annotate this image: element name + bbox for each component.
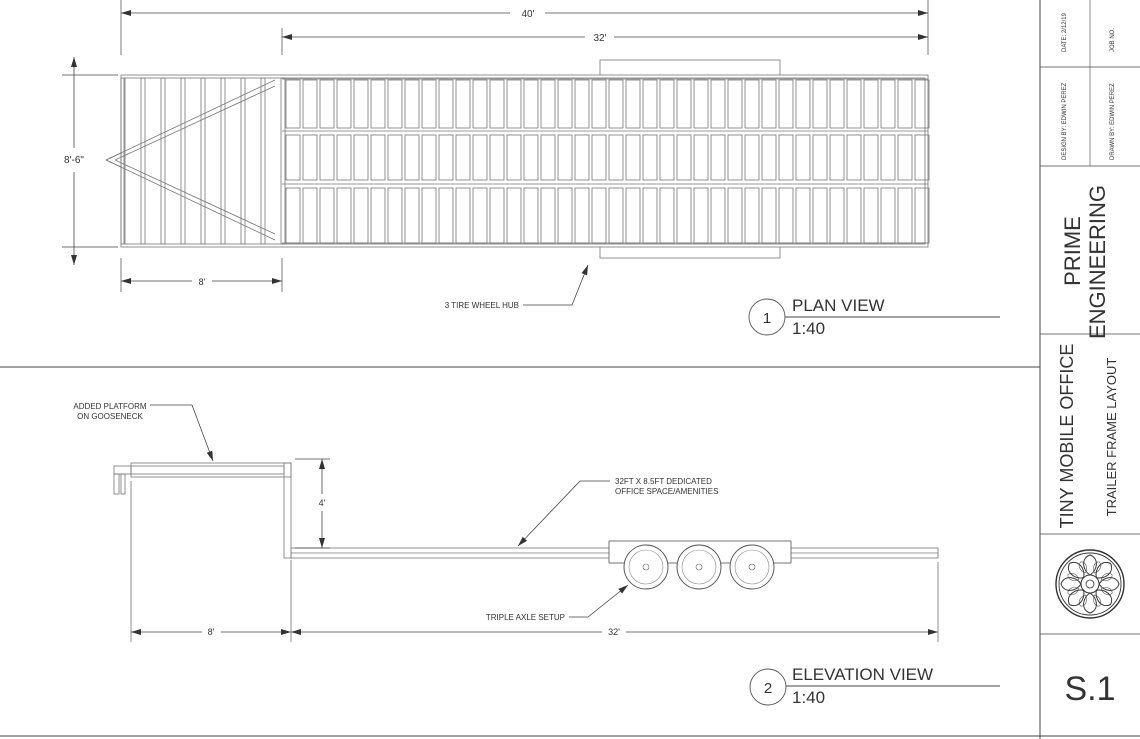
plan-view-title: PLAN VIEW [792, 296, 885, 315]
plan-view-number: 1 [763, 310, 771, 327]
lotus-emblem-icon [1055, 549, 1125, 619]
title-project-title: TINY MOBILE OFFICE [1057, 344, 1077, 529]
elevation-dim-height-label: 4' [319, 498, 326, 508]
elevation-callout-platform-line2: ON GOOSENECK [77, 412, 143, 421]
elevation-view-title: ELEVATION VIEW [792, 665, 933, 684]
elevation-callout-space: 32FT X 8.5FT DEDICATED OFFICE SPACE/AMEN… [517, 477, 718, 547]
title-job-no: JOB NO. [1110, 28, 1116, 52]
wheel-2 [676, 544, 722, 590]
elevation-dim-box-label: 32' [608, 627, 620, 637]
wheel-3 [729, 544, 775, 590]
plan-dimension-gooseneck: 8' [120, 258, 283, 292]
elevation-axle-assembly [608, 540, 792, 590]
elevation-callout-platform-line1: ADDED PLATFORM [73, 402, 147, 411]
title-block: DATE: 2/12/19 JOB NO. DESIGN BY: EDWIN P… [1040, 0, 1140, 708]
plan-dimension-width: 8'-6" [62, 57, 118, 265]
elevation-view-number: 2 [764, 680, 772, 697]
elevation-gooseneck-platform [113, 462, 292, 559]
elevation-callout-axle: TRIPLE AXLE SETUP [486, 584, 629, 622]
title-sheet-title: TRAILER FRAME LAYOUT [1104, 358, 1119, 517]
title-company-line1: PRIME [1060, 216, 1085, 286]
plan-dim-gooseneck-label: 8' [199, 277, 206, 287]
elevation-view-label: 2 ELEVATION VIEW 1:40 [749, 665, 1000, 707]
plan-view-scale: 1:40 [792, 319, 825, 338]
elevation-dimension-box: 32' [291, 562, 939, 642]
elevation-callout-platform: ADDED PLATFORM ON GOOSENECK [73, 402, 214, 462]
elevation-view-scale: 1:40 [792, 688, 825, 707]
title-sheet-number: S.1 [1064, 670, 1115, 708]
plan-dimension-box: 32' [281, 28, 928, 55]
plan-dim-box-label: 32' [593, 33, 606, 44]
elevation-callout-space-line2: OFFICE SPACE/AMENITIES [615, 487, 718, 496]
plan-trailer-frame [105, 59, 930, 259]
plan-dim-overall-label: 40' [521, 9, 534, 20]
plan-callout-hub: 3 TIRE WHEEL HUB [445, 264, 589, 310]
elevation-dim-gooseneck-label: 8' [208, 627, 215, 637]
plan-view-label: 1 PLAN VIEW 1:40 [748, 296, 1000, 338]
title-design-by: DESIGN BY: EDWIN PEREZ [1062, 82, 1068, 160]
title-drawn-by: DRAWN BY: EDWIN PEREZ [1110, 83, 1116, 160]
plan-callout-hub-text: 3 TIRE WHEEL HUB [445, 301, 519, 310]
elevation-dimension-gooseneck: 8' [130, 481, 292, 642]
plan-view: 40' 32' 8'-6" 8' 3 TIRE WHEEL HUB [62, 0, 1000, 338]
plan-dimension-overall: 40' [120, 0, 929, 55]
plan-dim-width-label: 8'-6" [64, 155, 84, 166]
elevation-callout-axle-text: TRIPLE AXLE SETUP [486, 613, 565, 622]
title-company-line2: ENGINEERING [1085, 185, 1110, 339]
title-date: DATE: 2/12/19 [1062, 12, 1068, 52]
wheel-1 [623, 544, 669, 590]
elevation-callout-space-line1: 32FT X 8.5FT DEDICATED [615, 477, 712, 486]
elevation-view: ADDED PLATFORM ON GOOSENECK 4' 32FT X 8.… [73, 402, 1000, 707]
elevation-dimension-height: 4' [295, 458, 330, 549]
